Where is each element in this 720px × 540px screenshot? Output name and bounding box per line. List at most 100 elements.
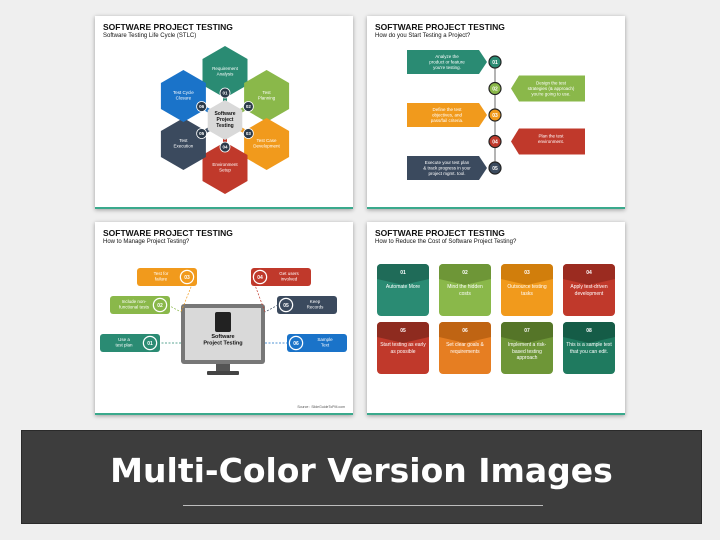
card-number: 07: [524, 328, 530, 334]
monitor-stand: [207, 371, 239, 375]
step-number: 03: [184, 275, 190, 281]
step-number: 06: [293, 341, 299, 347]
card-number: 01: [400, 270, 406, 276]
step-badge: [154, 299, 166, 311]
card-number: 04: [586, 270, 592, 276]
card-number: 03: [524, 270, 530, 276]
step-hexagon: [160, 70, 206, 122]
connector-dashed: [251, 276, 266, 313]
card-header-band: [439, 322, 491, 337]
card-header-notch: [377, 279, 429, 285]
step-number: 05: [283, 303, 289, 309]
slide-stlc[interactable]: SOFTWARE PROJECT TESTING Software Testin…: [95, 16, 353, 209]
source-note: Source : SlideGuideToPM.com: [297, 405, 345, 409]
slide-reduce-cost[interactable]: SOFTWARE PROJECT TESTING How to Reduce t…: [367, 222, 625, 415]
step-arrow: [511, 75, 585, 102]
card-label: Start testing as early as possible: [380, 342, 426, 355]
step-number: 03: [246, 131, 252, 136]
step-badge: [219, 141, 231, 153]
step-number: 05: [492, 166, 498, 172]
step-arrow: [407, 103, 487, 127]
step-badge: [196, 128, 208, 139]
slide-start-testing[interactable]: SOFTWARE PROJECT TESTING How do you Star…: [367, 16, 625, 209]
card-header-band: [439, 264, 491, 279]
step-badge: [242, 101, 254, 112]
step-label: Include non-functional tests: [119, 299, 150, 309]
step-badge: [144, 337, 156, 349]
step-badge: [488, 161, 502, 175]
card-header-band: [501, 264, 553, 279]
card-number: 08: [586, 328, 592, 334]
card-header-notch: [501, 337, 553, 343]
connector-dashed: [264, 304, 279, 313]
step-arrow: [511, 128, 585, 155]
slide-manage-testing[interactable]: SOFTWARE PROJECT TESTING How to Manage P…: [95, 222, 353, 415]
card-label: Set clear goals & requirements: [446, 342, 484, 355]
card-header-notch: [377, 337, 429, 343]
card-header-band: [377, 322, 429, 337]
card-label: Automate More: [385, 284, 421, 290]
slide-subtitle: How to Reduce the Cost of Software Proje…: [375, 239, 517, 245]
card-header-band: [563, 264, 615, 279]
slide-title: SOFTWARE PROJECT TESTING: [375, 228, 505, 238]
slide-title: SOFTWARE PROJECT TESTING: [103, 228, 233, 238]
slide-subtitle: How to Manage Project Testing?: [103, 239, 190, 245]
card-label: Implement a risk-based testing approach: [507, 342, 547, 361]
step-badge: [181, 271, 193, 283]
step-hexagon: [160, 118, 206, 170]
step-number: 04: [222, 145, 228, 150]
step-number: 02: [157, 303, 163, 309]
card-number: 06: [462, 328, 468, 334]
step-badge: [488, 108, 502, 122]
banner: Multi-Color Version Images: [21, 430, 702, 524]
card-header-band: [377, 264, 429, 279]
card-header-band: [501, 322, 553, 337]
slide-subtitle: How do you Start Testing a Project?: [375, 33, 471, 39]
slide-title: SOFTWARE PROJECT TESTING: [103, 22, 233, 32]
step-badge: [196, 101, 208, 112]
step-hexagon: [244, 118, 290, 170]
step-number: 04: [257, 275, 263, 281]
card-header-notch: [439, 337, 491, 343]
step-hexagon: [202, 46, 248, 98]
step-badge: [280, 299, 292, 311]
step-badge: [290, 337, 302, 349]
step-badge: [488, 55, 502, 69]
step-badge: [488, 81, 502, 96]
step-arrow: [407, 156, 487, 180]
card-header-notch: [563, 337, 615, 343]
step-number: 01: [147, 341, 153, 347]
step-hexagon: [244, 70, 290, 122]
step-number: 02: [492, 86, 498, 92]
card-header-band: [563, 322, 615, 337]
step-badge: [488, 134, 502, 149]
center-hexagon: [207, 100, 243, 140]
step-number: 03: [492, 113, 498, 119]
card-label: Outsource testing tasks: [507, 284, 547, 297]
connector-dashed: [167, 304, 182, 313]
step-number: 06: [199, 104, 205, 109]
step-badge: [254, 271, 266, 283]
testing-icon: [215, 312, 231, 332]
